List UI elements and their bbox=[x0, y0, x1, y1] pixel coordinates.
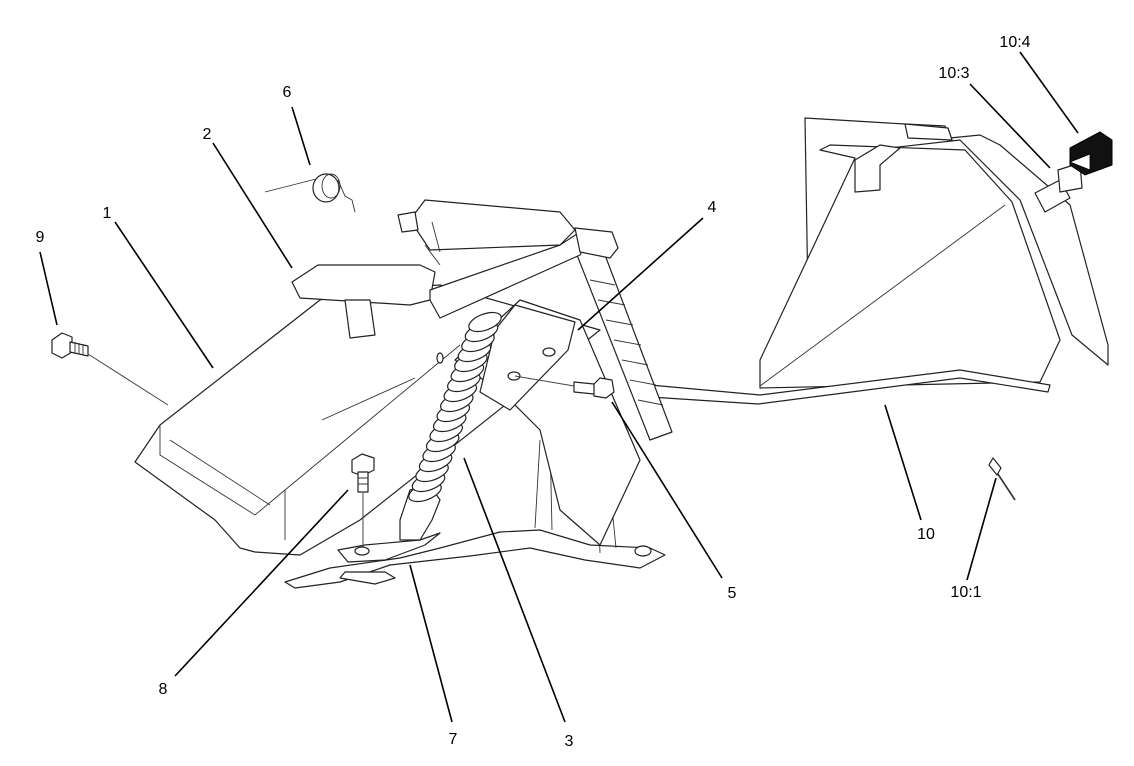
leader-3 bbox=[463, 457, 566, 723]
part-9-bolt bbox=[51, 332, 89, 359]
leader-1 bbox=[114, 221, 214, 369]
part-7-base bbox=[284, 439, 666, 589]
leader-9 bbox=[87, 353, 169, 406]
part-10-1-pin bbox=[988, 457, 1016, 501]
leader-10-1 bbox=[966, 477, 997, 581]
callout-label-4: 4 bbox=[708, 199, 717, 216]
callout-label-9: 9 bbox=[36, 229, 45, 246]
callout-label-10-3: 10:3 bbox=[938, 65, 969, 82]
leader-6 bbox=[291, 106, 311, 166]
leader-2 bbox=[212, 142, 293, 269]
leader-10-3 bbox=[969, 83, 1051, 169]
leader-10-4 bbox=[1019, 51, 1079, 134]
part-4-plate bbox=[436, 304, 576, 411]
part-10-housing bbox=[649, 117, 1109, 405]
part-6-coil bbox=[264, 173, 356, 213]
callout-label-3: 3 bbox=[565, 733, 574, 750]
callout-labels: 1 2 3 4 5 6 7 8 9 10 10:1 10:3 10:4 bbox=[36, 34, 1031, 750]
leader-4 bbox=[577, 217, 704, 331]
callout-label-7: 7 bbox=[449, 731, 458, 748]
leader-5 bbox=[611, 401, 723, 579]
callout-label-2: 2 bbox=[203, 126, 212, 143]
callout-label-5: 5 bbox=[728, 585, 737, 602]
part-2-lever bbox=[291, 199, 619, 339]
callout-label-10-4: 10:4 bbox=[999, 34, 1030, 51]
leader-7 bbox=[409, 564, 453, 723]
callout-label-10-1: 10:1 bbox=[950, 584, 981, 601]
part-10-3-clip bbox=[1034, 162, 1083, 213]
part-5-bolt bbox=[514, 375, 615, 399]
part-10-4-connector bbox=[1068, 131, 1113, 176]
leader-9-label bbox=[39, 251, 58, 326]
leader-8 bbox=[174, 489, 349, 677]
spring-coil bbox=[468, 311, 502, 333]
callout-label-1: 1 bbox=[103, 205, 112, 222]
part-8-bolt bbox=[351, 453, 375, 548]
callout-label-6: 6 bbox=[283, 84, 292, 101]
callout-label-10: 10 bbox=[917, 526, 935, 543]
callout-label-8: 8 bbox=[159, 681, 168, 698]
leader-lines bbox=[39, 51, 1079, 723]
leader-10 bbox=[884, 404, 922, 521]
part-3-spring bbox=[399, 311, 502, 541]
